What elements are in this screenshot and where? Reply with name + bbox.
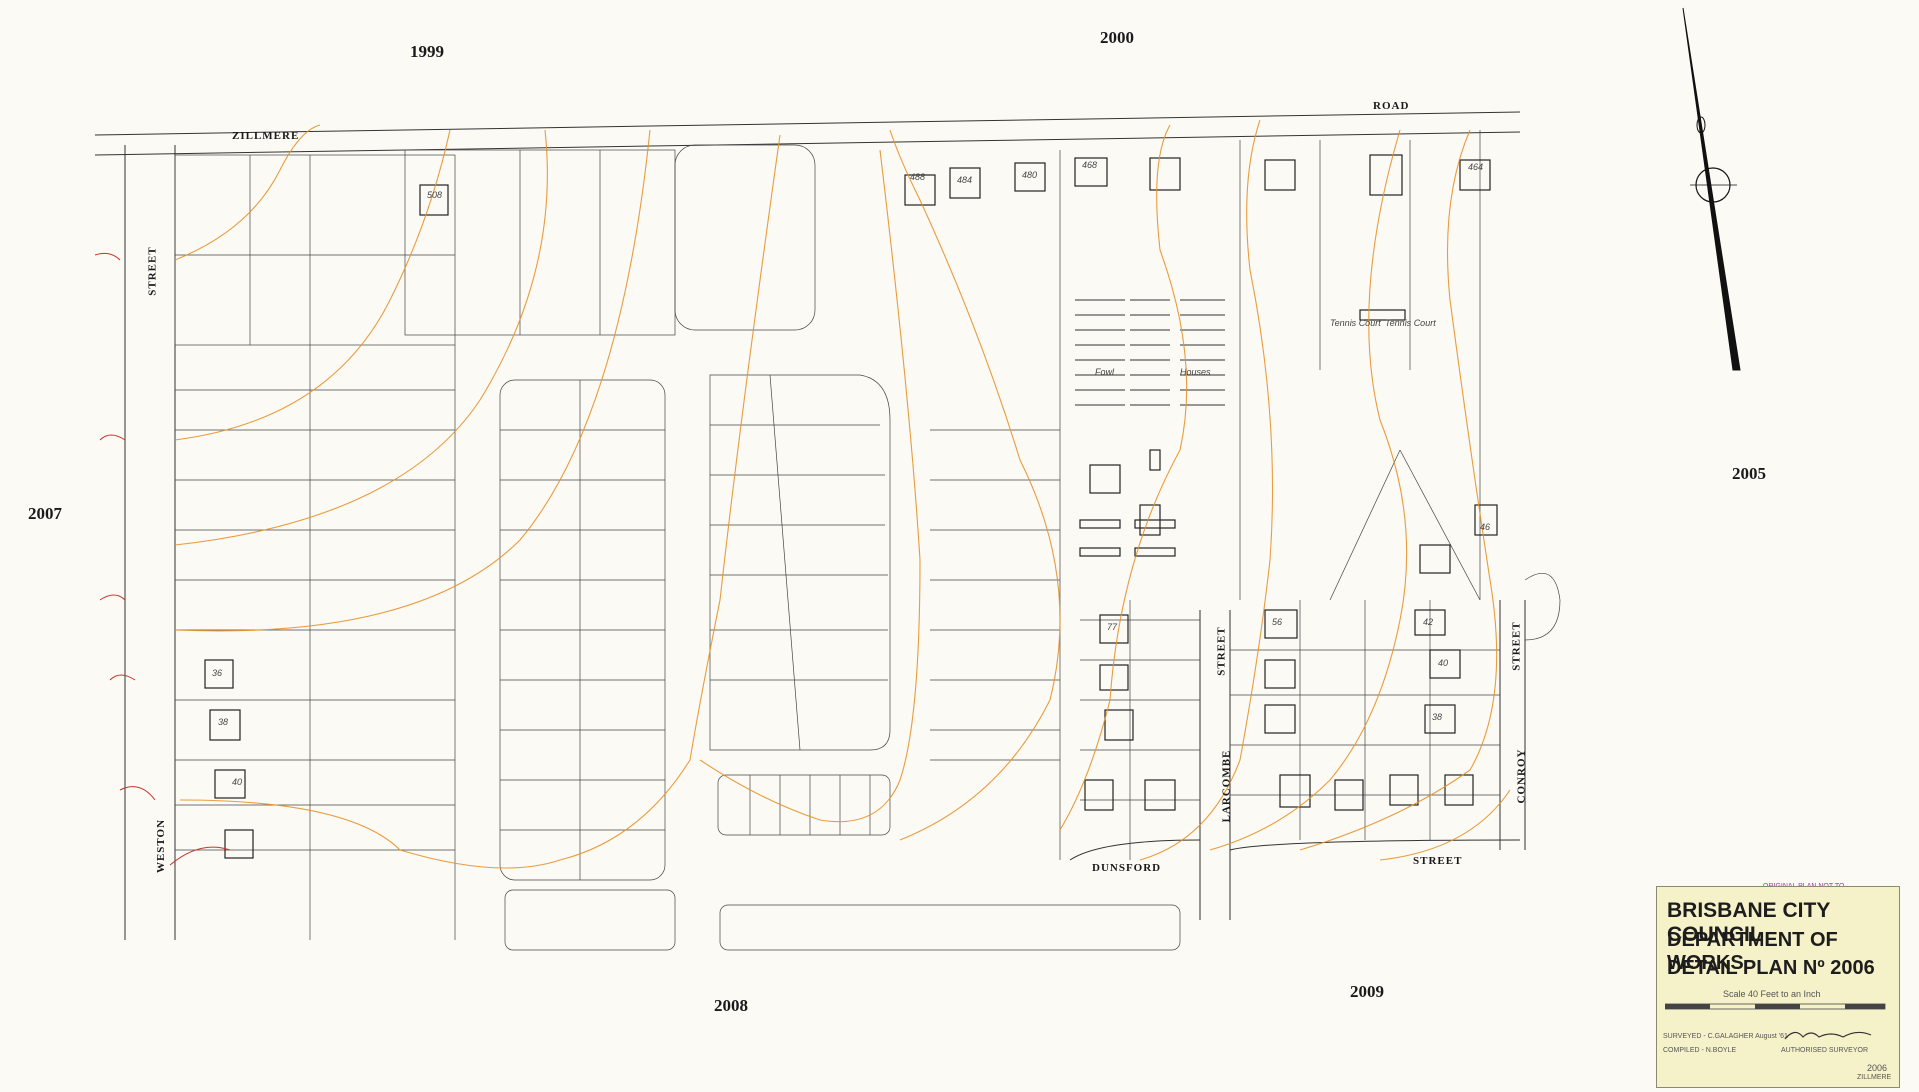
- north-arrow: [1682, 7, 1741, 371]
- street-label-road: ROAD: [1373, 100, 1410, 112]
- house-number: 46: [1480, 522, 1491, 532]
- lot-rows-center: [930, 130, 1481, 860]
- adjacent-sheet-2005: 2005: [1732, 464, 1766, 483]
- house-number: 40: [1438, 658, 1449, 668]
- plot-label-tennis-court-1: Tennis Court: [1330, 318, 1381, 328]
- title-department: DEPARTMENT OF WORKS: [1667, 929, 1838, 974]
- sheet-reference: 2006: [1867, 1063, 1888, 1073]
- adjacent-sheet-2000: 2000: [1100, 28, 1134, 47]
- house-number: 508: [427, 190, 443, 200]
- house-number: 484: [957, 175, 973, 185]
- lot-boundaries: [174, 130, 1561, 951]
- lot-rows-a: [500, 429, 665, 831]
- street-label-conroy-street: STREET: [1510, 621, 1523, 671]
- contour-lines: [174, 119, 1511, 869]
- street-label-larcombe: LARCOMBE: [1220, 749, 1233, 823]
- house-number: 488: [910, 172, 926, 182]
- street-label-west-street: STREET: [146, 246, 159, 296]
- house-number: 480: [1022, 170, 1038, 180]
- fowl-house-blocks: [1075, 299, 1225, 406]
- compiled-text: COMPILED - N.BOYLE: [1663, 1047, 1737, 1054]
- house-number: 38: [1432, 712, 1443, 722]
- adjacent-sheet-1999: 1999: [410, 42, 444, 61]
- sheet-reference-sub: ZILLMERE: [1857, 1074, 1892, 1081]
- house-number: 468: [1082, 160, 1098, 170]
- red-annotations: [94, 252, 231, 866]
- street-label-zillmere: ZILLMERE: [232, 130, 300, 142]
- house-number: 40: [232, 777, 243, 787]
- adjacent-sheet-2008: 2008: [714, 996, 748, 1015]
- house-number: 42: [1423, 617, 1434, 627]
- street-label-dunsford-street: STREET: [1413, 855, 1463, 867]
- plot-label-fowl: Fowl: [1095, 367, 1115, 377]
- house-number: 56: [1272, 617, 1283, 627]
- house-number: 38: [218, 717, 229, 727]
- house-number: 36: [212, 668, 223, 678]
- house-number: 464: [1468, 162, 1484, 172]
- lot-rows-b: [710, 424, 888, 681]
- surveyed-text: SURVEYED - C.GALAGHER August '61: [1663, 1033, 1788, 1040]
- title-block: BRISBANE CITY COUNCIL DEPARTMENT OF WORK…: [1656, 886, 1900, 1088]
- street-label-conroy: CONROY: [1515, 748, 1528, 804]
- authorised-surveyor-text: AUTHORISED SURVEYOR: [1781, 1047, 1868, 1054]
- adjacent-sheet-2007: 2007: [28, 504, 62, 523]
- scale-text: Scale 40 Feet to an Inch: [1723, 989, 1821, 999]
- title-plan-number: DETAIL PLAN Nº 2006: [1667, 957, 1875, 979]
- buildings: [204, 154, 1498, 859]
- plot-label-tennis-court-2: Tennis Court: [1385, 318, 1436, 328]
- house-number: 77: [1107, 622, 1118, 632]
- lot-rows-west: [175, 345, 456, 940]
- street-label-larcombe-street: STREET: [1215, 626, 1228, 676]
- title-council: BRISBANE CITY COUNCIL: [1667, 899, 1830, 946]
- adjacent-sheet-2009: 2009: [1350, 982, 1384, 1001]
- scale-bar: [1665, 1003, 1886, 1010]
- street-label-weston: WESTON: [155, 818, 168, 874]
- lot-rows-se: [1080, 449, 1500, 860]
- street-label-dunsford: DUNSFORD: [1092, 862, 1162, 874]
- signature: [1784, 1031, 1872, 1040]
- plot-label-houses: Houses: [1180, 367, 1211, 377]
